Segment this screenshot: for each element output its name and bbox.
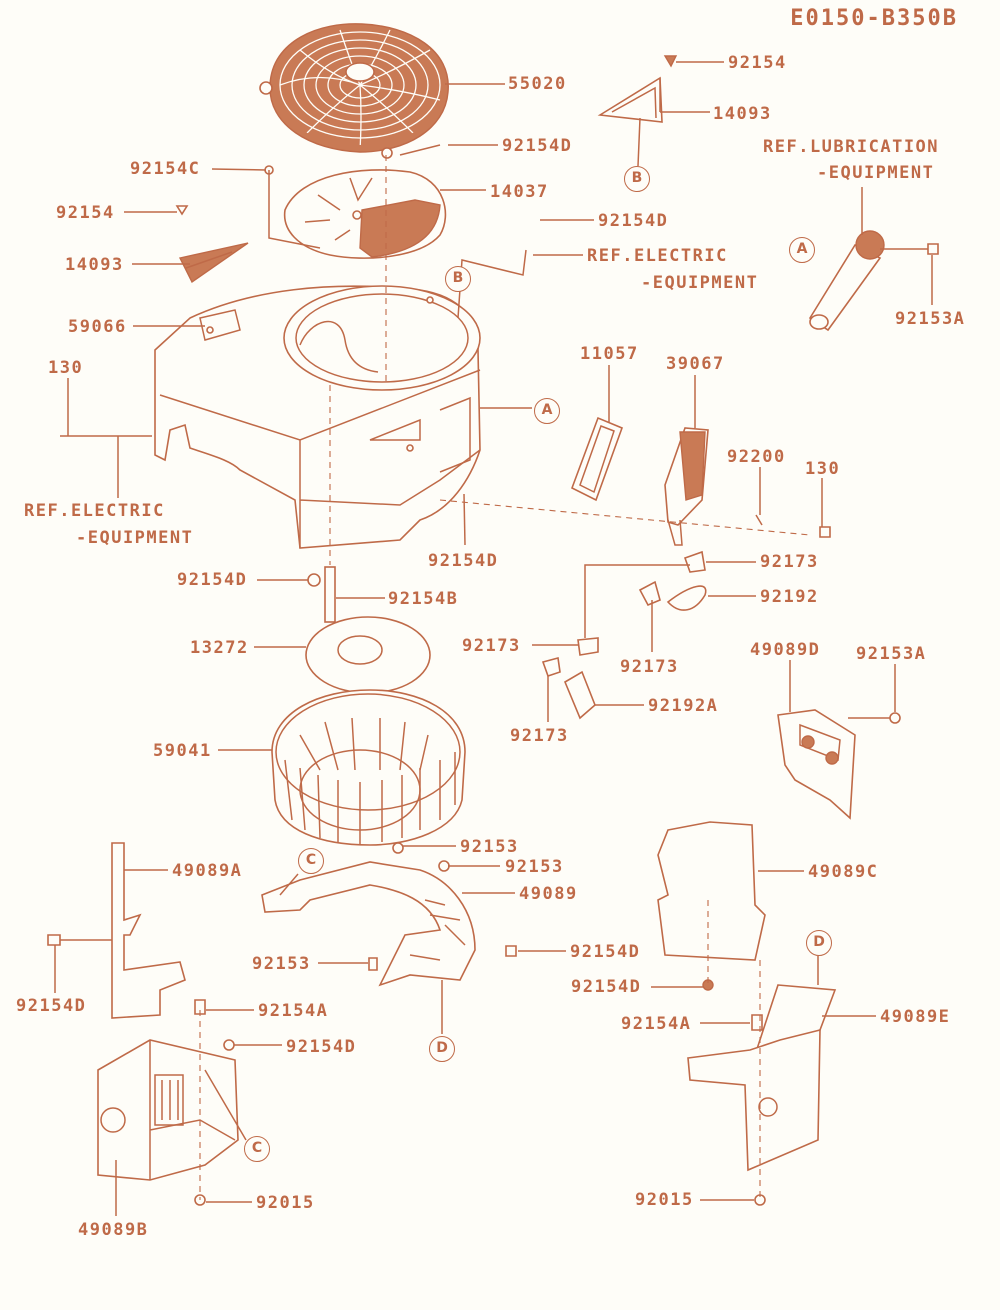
- label-92153a-2: 92153A: [856, 644, 927, 664]
- label-130-left: 130: [48, 358, 84, 378]
- baffle-49089: [261, 842, 517, 987]
- label-92154a-1: 92154A: [258, 1001, 329, 1021]
- fan-59041: [271, 689, 466, 846]
- ref-a-housing: A: [534, 398, 560, 424]
- baffle-49089b: [97, 999, 239, 1206]
- label-ref-electric-a-2: -EQUIPMENT: [641, 273, 759, 293]
- label-92192a: 92192A: [648, 696, 719, 716]
- stud-92154b: [307, 566, 336, 623]
- label-92153-2: 92153: [505, 857, 564, 877]
- ref-c-bottom: C: [244, 1136, 270, 1162]
- label-ref-electric-b-2: -EQUIPMENT: [76, 528, 194, 548]
- label-92154-left: 92154: [56, 203, 115, 223]
- label-59041: 59041: [153, 741, 212, 761]
- oil-cooler-39067: [664, 427, 831, 546]
- label-14093-left: 14093: [65, 255, 124, 275]
- plate-14037: [264, 165, 447, 259]
- label-ref-lubrication-1: REF.LUBRICATION: [763, 137, 940, 157]
- baffle-49089d: [777, 709, 901, 820]
- label-59066: 59066: [68, 317, 127, 337]
- label-ref-electric-a-1: REF.ELECTRIC: [587, 246, 728, 266]
- plate-13272: [305, 616, 431, 694]
- label-92153a-1: 92153A: [895, 309, 966, 329]
- bracket-14093-top: [597, 55, 678, 123]
- lubrication-part: [808, 230, 939, 332]
- label-92173-d: 92173: [510, 726, 569, 746]
- label-92154d-7: 92154D: [16, 996, 87, 1016]
- label-11057: 11057: [580, 344, 639, 364]
- ref-a-top: A: [789, 237, 815, 263]
- label-49089d: 49089D: [750, 640, 821, 660]
- baffle-49089e: [687, 984, 837, 1206]
- label-92200: 92200: [727, 447, 786, 467]
- label-92154d-1: 92154D: [502, 136, 573, 156]
- hoses-and-clamps: [541, 550, 707, 720]
- label-49089: 49089: [519, 884, 578, 904]
- label-92154a-2: 92154A: [621, 1014, 692, 1034]
- label-92153-1: 92153: [460, 837, 519, 857]
- gasket-11057: [571, 416, 624, 502]
- rotating-screen-55020: [259, 23, 449, 159]
- label-92154d-4: 92154D: [177, 570, 248, 590]
- ref-c-left: C: [298, 848, 324, 874]
- label-92015-2: 92015: [635, 1190, 694, 1210]
- label-92173-c: 92173: [620, 657, 679, 677]
- ref-b-housing: B: [445, 266, 471, 292]
- ref-b-top: B: [624, 166, 650, 192]
- label-92173-b: 92173: [462, 636, 521, 656]
- label-92154d-5: 92154D: [570, 942, 641, 962]
- bracket-14093-left: [175, 205, 249, 284]
- label-14093-top: 14093: [713, 104, 772, 124]
- label-92154d-3: 92154D: [428, 551, 499, 571]
- label-39067: 39067: [666, 354, 725, 374]
- label-92192: 92192: [760, 587, 819, 607]
- label-14037: 14037: [490, 182, 549, 202]
- label-55020: 55020: [508, 74, 567, 94]
- label-92154b: 92154B: [388, 589, 459, 609]
- label-92154c: 92154C: [130, 159, 201, 179]
- baffle-49089c: [657, 821, 766, 1031]
- label-92154d-6: 92154D: [571, 977, 642, 997]
- label-49089c: 49089C: [808, 862, 879, 882]
- fan-housing-59066: [154, 285, 481, 549]
- label-92154d-8: 92154D: [286, 1037, 357, 1057]
- label-49089b: 49089B: [78, 1220, 149, 1240]
- baffle-49089a: [47, 842, 186, 1019]
- label-92154-top: 92154: [728, 53, 787, 73]
- ref-d-bottom: D: [429, 1036, 455, 1062]
- label-49089a: 49089A: [172, 861, 243, 881]
- label-92173-a: 92173: [760, 552, 819, 572]
- label-92154d-2: 92154D: [598, 211, 669, 231]
- ref-d-right: D: [806, 930, 832, 956]
- label-92153-3: 92153: [252, 954, 311, 974]
- label-130-right: 130: [805, 459, 841, 479]
- label-13272: 13272: [190, 638, 249, 658]
- diagram-code: E0150-B350B: [790, 6, 958, 31]
- label-49089e: 49089E: [880, 1007, 951, 1027]
- label-92015-1: 92015: [256, 1193, 315, 1213]
- label-ref-electric-b-1: REF.ELECTRIC: [24, 501, 165, 521]
- label-ref-lubrication-2: -EQUIPMENT: [817, 163, 935, 183]
